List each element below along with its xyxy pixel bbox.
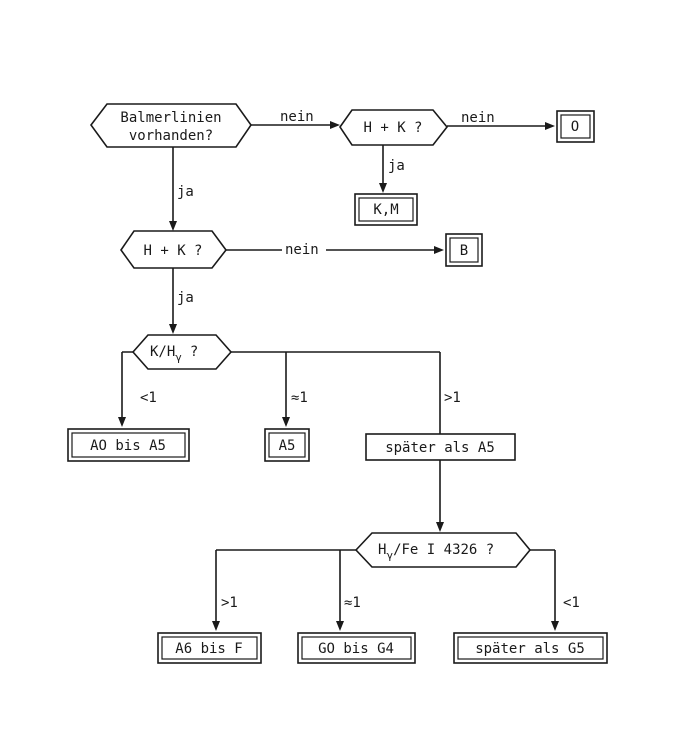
result-o-label: O bbox=[571, 119, 579, 135]
arrowhead bbox=[330, 121, 340, 129]
edge-label-lt1-a: <1 bbox=[140, 390, 157, 406]
edge-label-no-3-bg bbox=[282, 238, 326, 258]
decision-hk-mid-label: H + K ? bbox=[143, 243, 202, 259]
arrowhead bbox=[436, 522, 444, 532]
result-later-g5-label: später als G5 bbox=[475, 641, 585, 657]
decision-hfe-main: H bbox=[378, 542, 386, 558]
arrowhead bbox=[434, 246, 444, 254]
decision-hfe: Hγ/Fe I 4326 ? bbox=[354, 532, 532, 568]
arrowhead bbox=[551, 621, 559, 631]
arrowhead bbox=[336, 621, 344, 631]
result-a5-label: A5 bbox=[279, 438, 296, 454]
result-km: K,M bbox=[354, 193, 418, 226]
edge-label-yes-1: ja bbox=[388, 158, 405, 174]
edge-label-yes-3: ja bbox=[177, 290, 194, 306]
edge-label-yes-2: ja bbox=[177, 184, 194, 200]
decision-kh-sub: γ bbox=[175, 351, 182, 364]
result-a0-a5-label: AO bis A5 bbox=[90, 438, 166, 454]
decision-hfe-sub: γ bbox=[386, 549, 393, 562]
decision-hfe-rest: /Fe I 4326 ? bbox=[393, 542, 494, 558]
decision-kh: K/Hγ? bbox=[131, 334, 233, 370]
result-g0-g4-label: GO bis G4 bbox=[318, 641, 394, 657]
decision-hk-mid: H + K ? bbox=[120, 230, 228, 269]
result-later-a5-label: später als A5 bbox=[385, 440, 495, 456]
edge-label-gt1-a: >1 bbox=[444, 390, 461, 406]
edge-label-lt1-b: <1 bbox=[563, 595, 580, 611]
decision-kh-main: K/H bbox=[150, 344, 175, 360]
result-a6-f: A6 bis F bbox=[157, 632, 262, 664]
result-b-label: B bbox=[460, 243, 468, 259]
edge-label-approx1-a: ≈1 bbox=[291, 390, 308, 406]
result-a0-a5: AO bis A5 bbox=[67, 428, 190, 462]
result-a6-f-label: A6 bis F bbox=[175, 641, 242, 657]
result-g0-g4: GO bis G4 bbox=[297, 632, 416, 664]
edge-label-no-1: nein bbox=[280, 109, 314, 125]
result-b: B bbox=[445, 233, 483, 267]
arrowhead bbox=[545, 122, 555, 130]
arrowhead bbox=[212, 621, 220, 631]
edge-label-approx1-b: ≈1 bbox=[344, 595, 361, 611]
decision-hk-top-label: H + K ? bbox=[363, 120, 422, 136]
edge-label-no-2: nein bbox=[461, 110, 495, 126]
result-later-a5: später als A5 bbox=[365, 433, 516, 461]
edge-label-gt1-b: >1 bbox=[221, 595, 238, 611]
result-km-label: K,M bbox=[373, 202, 398, 218]
edge-label-no-3: nein bbox=[285, 242, 319, 258]
decision-kh-q: ? bbox=[190, 344, 198, 360]
result-a5: A5 bbox=[264, 428, 310, 462]
arrowhead bbox=[282, 417, 290, 427]
decision-balmer-line1: Balmerlinien bbox=[120, 110, 221, 126]
arrowhead bbox=[169, 324, 177, 334]
arrowhead bbox=[118, 417, 126, 427]
svg-text:K/Hγ?: K/Hγ? bbox=[150, 344, 198, 364]
decision-balmer-line2: vorhanden? bbox=[129, 128, 213, 144]
result-later-g5: später als G5 bbox=[453, 632, 608, 664]
edge-labels: nein nein ja ja nein ja <1 ≈1 >1 >1 ≈1 <… bbox=[140, 109, 580, 611]
decision-balmer: Balmerlinien vorhanden? bbox=[90, 103, 252, 148]
arrowhead bbox=[169, 221, 177, 231]
connectors bbox=[118, 121, 559, 631]
result-o: O bbox=[556, 110, 595, 143]
svg-text:Hγ/Fe I 4326 ?: Hγ/Fe I 4326 ? bbox=[378, 542, 494, 562]
arrowhead bbox=[379, 183, 387, 193]
decision-hk-top: H + K ? bbox=[339, 109, 449, 146]
